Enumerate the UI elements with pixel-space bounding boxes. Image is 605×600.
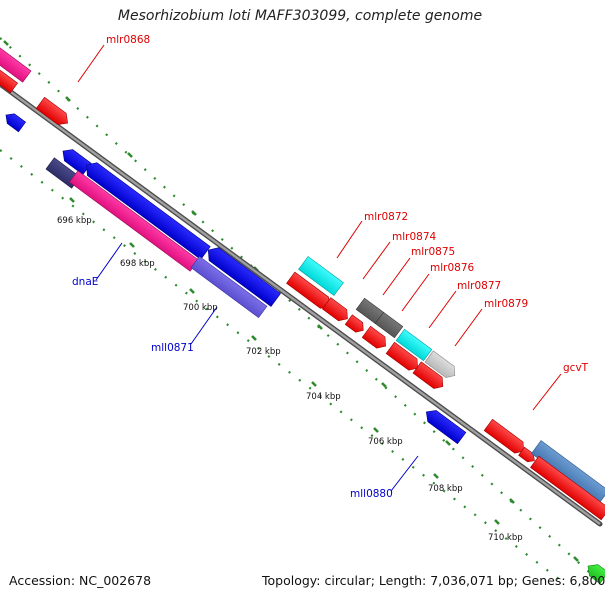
forward-genes — [0, 40, 605, 521]
gene-label-mlr0872[interactable]: mlr0872 — [364, 211, 408, 223]
gene-arrow[interactable] — [2, 110, 27, 133]
gene-arrow[interactable] — [298, 256, 344, 296]
major-ticks — [69, 197, 500, 525]
kbp-label: 700 kbp — [183, 303, 218, 313]
gene-label-dnaE[interactable]: dnaE — [72, 276, 98, 288]
gene-arrow[interactable] — [483, 418, 528, 456]
kbp-label: 698 kbp — [120, 259, 155, 269]
gene-arrow[interactable] — [584, 560, 605, 584]
gene-label-mlr0877[interactable]: mlr0877 — [457, 280, 501, 292]
gene-arrow[interactable] — [385, 341, 422, 373]
gene-arrow[interactable] — [412, 361, 447, 392]
gene-leader-lines — [77, 44, 562, 492]
gene-labels: mlr0868 mlr0872 mlr0874 mlr0875 mlr0876 … — [72, 34, 589, 500]
gene-label-mlr0868[interactable]: mlr0868 — [106, 34, 150, 46]
gene-arrow[interactable] — [424, 350, 459, 381]
accession-text: Accession: NC_002678 — [9, 573, 152, 588]
gene-label-mlr0876[interactable]: mlr0876 — [430, 262, 475, 274]
inner-tick-track — [0, 149, 561, 581]
gene-arrow[interactable] — [361, 325, 390, 352]
map-title: Mesorhizobium loti MAFF303099, complete … — [117, 8, 483, 24]
kbp-label: 696 kbp — [57, 216, 92, 226]
kbp-label: 708 kbp — [428, 484, 463, 494]
kbp-label: 704 kbp — [306, 392, 341, 402]
gene-label-mlr0879[interactable]: mlr0879 — [484, 298, 528, 310]
gene-arrow[interactable] — [395, 328, 433, 362]
outer-tick-track — [0, 37, 601, 583]
kbp-label: 702 kbp — [246, 347, 281, 357]
gene-arrow[interactable] — [82, 159, 211, 260]
gene-arrow[interactable] — [321, 297, 351, 325]
genome-summary-text: Topology: circular; Length: 7,036,071 bp… — [262, 573, 605, 588]
kbp-label: 710 kbp — [488, 533, 523, 543]
gene-arrow[interactable] — [35, 96, 72, 128]
gene-label-mlr0875[interactable]: mlr0875 — [411, 246, 455, 258]
gene-arrow[interactable] — [0, 67, 19, 94]
gene-label-mlr0874[interactable]: mlr0874 — [392, 231, 437, 243]
kbp-label: 706 kbp — [368, 437, 403, 447]
gene-label-mll0871[interactable]: mll0871 — [151, 342, 194, 354]
gene-arrow[interactable] — [0, 40, 32, 83]
gene-arrow[interactable] — [374, 311, 404, 339]
gene-arrow[interactable] — [203, 244, 281, 307]
gene-arrow[interactable] — [344, 314, 367, 335]
reverse-genes — [2, 110, 605, 584]
gene-arrow[interactable] — [422, 406, 467, 445]
gene-label-gcvT[interactable]: gcvT — [563, 362, 589, 374]
gene-label-mll0880[interactable]: mll0880 — [350, 488, 393, 500]
gene-arrow[interactable] — [190, 255, 268, 319]
gene-arrow[interactable] — [530, 455, 605, 521]
kbp-labels: 696 kbp 698 kbp 700 kbp 702 kbp 704 kbp … — [57, 216, 523, 543]
